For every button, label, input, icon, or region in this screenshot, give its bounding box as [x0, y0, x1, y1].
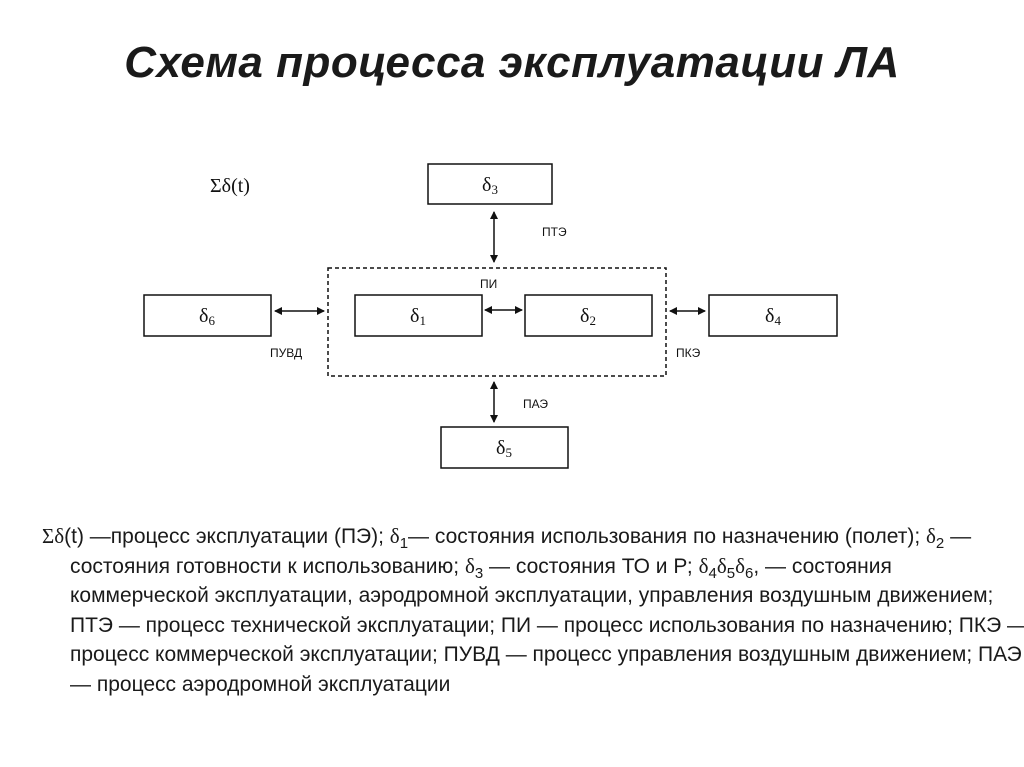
node-d1-box [354, 294, 483, 337]
node-d4-box [708, 294, 838, 337]
legend-text: Σδ(t) —процесс эксплуатации (ПЭ); δ1— со… [42, 524, 1024, 696]
label-pke: ПКЭ [676, 346, 701, 360]
pi-group-box [327, 267, 667, 377]
node-d1-label: δ1 [410, 305, 426, 328]
slide-title: Схема процесса эксплуатации ЛА [124, 38, 900, 87]
node-d3-box [427, 163, 553, 205]
node-d6-label: δ6 [199, 305, 215, 328]
node-d5-box [440, 426, 569, 469]
node-d2-label: δ2 [580, 305, 596, 328]
sum-label: Σδ(t) [210, 175, 250, 197]
node-d6-box [143, 294, 272, 337]
label-pae: ПАЭ [523, 397, 548, 411]
node-d3-label: δ3 [482, 174, 498, 197]
label-pte: ПТЭ [542, 225, 567, 239]
label-puvd: ПУВД [270, 346, 302, 360]
node-d2-box [524, 294, 653, 337]
node-d5-label: δ5 [496, 437, 512, 460]
label-pi: ПИ [480, 277, 497, 291]
node-d4-label: δ4 [765, 305, 781, 328]
